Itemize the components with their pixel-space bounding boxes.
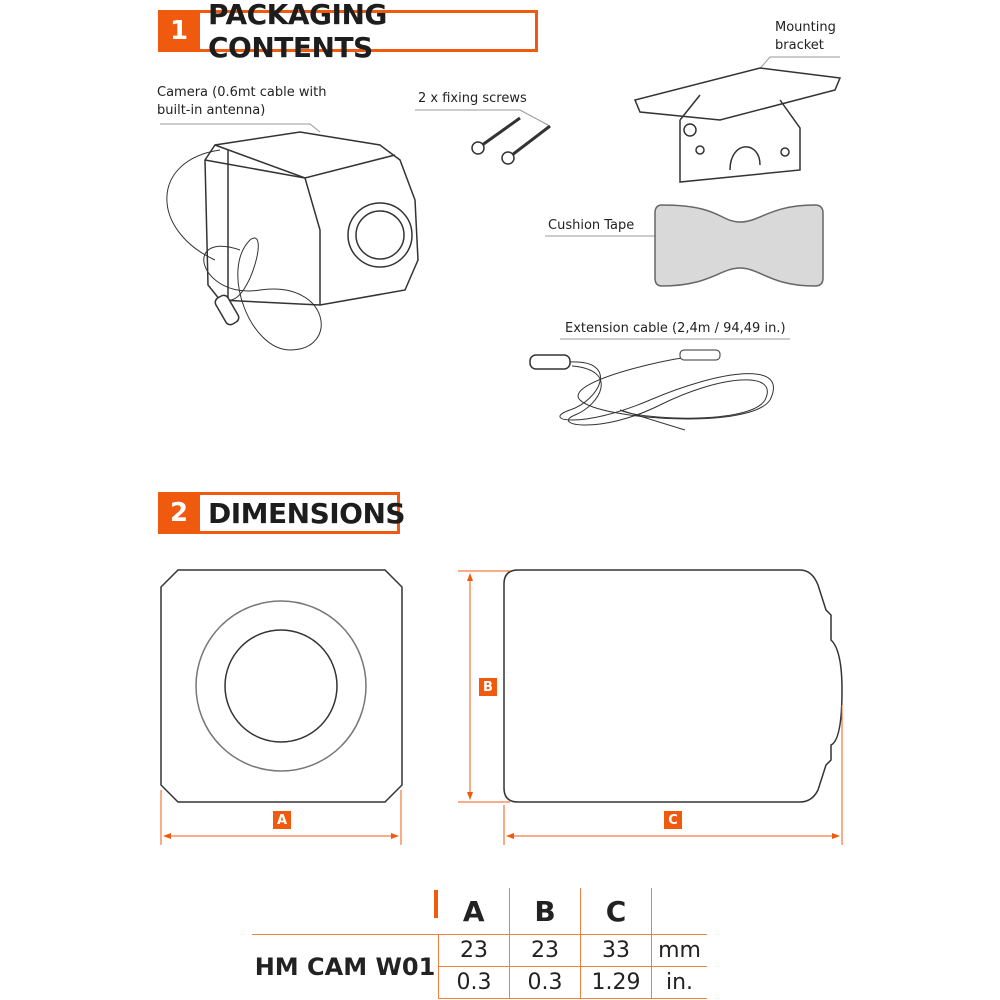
unit: mm xyxy=(651,934,707,967)
section-header-dimensions: 2 DIMENSIONS xyxy=(158,492,406,534)
screws-illustration xyxy=(471,116,551,165)
label-screws: 2 x fixing screws xyxy=(418,91,527,106)
section-number: 1 xyxy=(158,10,200,52)
dimension-tag-b: B xyxy=(479,678,497,696)
cell: 1.29 xyxy=(580,966,652,999)
unit: in. xyxy=(651,966,707,999)
model-name: HM CAM W01 xyxy=(252,934,439,999)
label-tape: Cushion Tape xyxy=(548,218,635,233)
cell: 23 xyxy=(509,934,581,967)
table-row: HM CAM W01 23 23 33 mm xyxy=(252,934,707,999)
side-view-drawing xyxy=(503,569,843,803)
dimensions-table: A B C HM CAM W01 23 23 33 mm 0.3 0.3 1.2… xyxy=(252,888,707,999)
camera-illustration xyxy=(166,131,419,351)
header-c: C xyxy=(580,888,652,935)
label-extension: Extension cable (2,4m / 94,49 in.) xyxy=(565,321,786,336)
header-b: B xyxy=(509,888,581,935)
bracket-illustration xyxy=(633,67,842,183)
extension-cable-illustration xyxy=(529,349,774,431)
cell: 0.3 xyxy=(438,966,510,999)
cell: 23 xyxy=(438,934,510,967)
cushion-tape-illustration xyxy=(654,204,824,287)
section-title: DIMENSIONS xyxy=(200,492,406,534)
section-number: 2 xyxy=(158,492,200,534)
label-camera: Camera (0.6mt cable with built-in antenn… xyxy=(157,85,327,118)
table-row: 0.3 0.3 1.29 in. xyxy=(252,966,707,999)
cell: 33 xyxy=(580,934,652,967)
front-view-drawing xyxy=(160,569,403,803)
dimension-tag-a: A xyxy=(273,811,291,829)
cell: 0.3 xyxy=(509,966,581,999)
label-bracket: Mounting bracket xyxy=(775,20,836,53)
header-a: A xyxy=(462,894,485,928)
dimension-tag-c: C xyxy=(664,811,682,829)
